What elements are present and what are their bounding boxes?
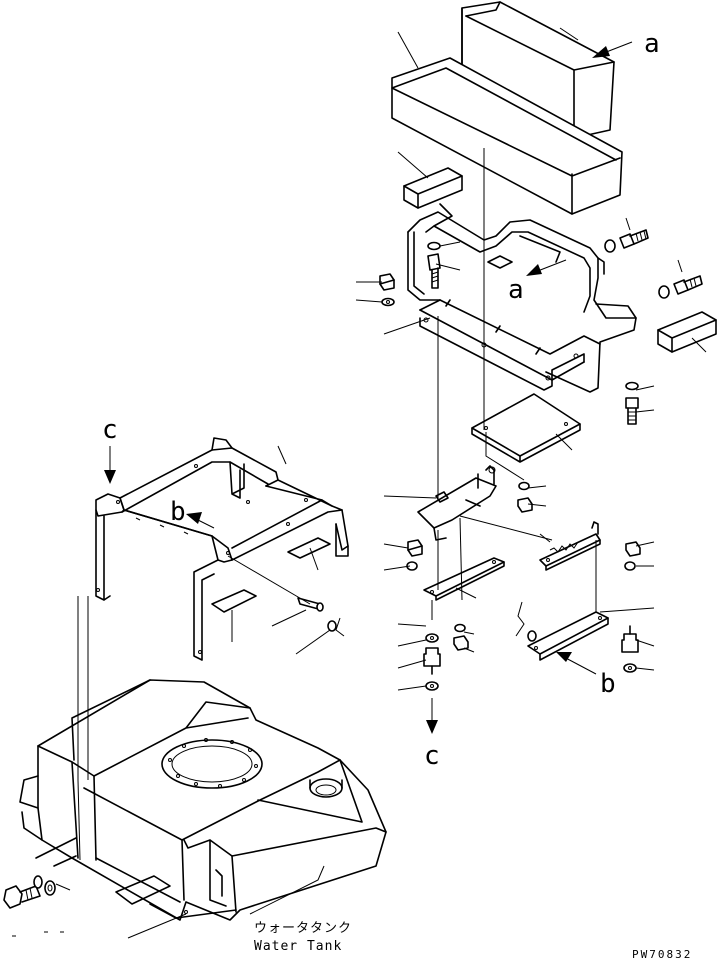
callout-b-right: b [600, 669, 616, 699]
callout-c-top: c [102, 415, 118, 445]
water-tank [19, 679, 387, 921]
mounting-plate [471, 393, 581, 463]
callout-arrows [104, 41, 633, 734]
water-tank-label-en: Water Tank [254, 939, 342, 954]
callout-c-bottom: c [424, 741, 440, 771]
water-tank-label-jp: ウォータタンク [254, 921, 352, 936]
rubber-pads [211, 537, 331, 613]
seat-bracket-center [417, 465, 497, 541]
slide-rail-right-upper [539, 521, 601, 571]
small-parts-left-column [406, 539, 469, 691]
seat-cushion [391, 57, 623, 215]
center-lines [77, 148, 597, 861]
tank-mounting-bolt [3, 875, 56, 909]
slide-rail-right-lower [527, 611, 609, 661]
callout-a-top: a [644, 29, 660, 59]
leader-lines [55, 27, 707, 939]
pin [297, 597, 337, 632]
frame-bracket [95, 437, 349, 661]
bolts-and-washers-seat [379, 229, 703, 425]
right-support-block [657, 311, 717, 353]
callout-a-mid: a [508, 275, 524, 305]
slide-rail-left [423, 557, 505, 601]
left-support-block [403, 167, 463, 209]
drawing-code: PW70832 [632, 948, 692, 961]
small-parts-right-column [517, 481, 641, 673]
seat-frame [407, 203, 637, 393]
callout-b-left: b [170, 497, 186, 527]
